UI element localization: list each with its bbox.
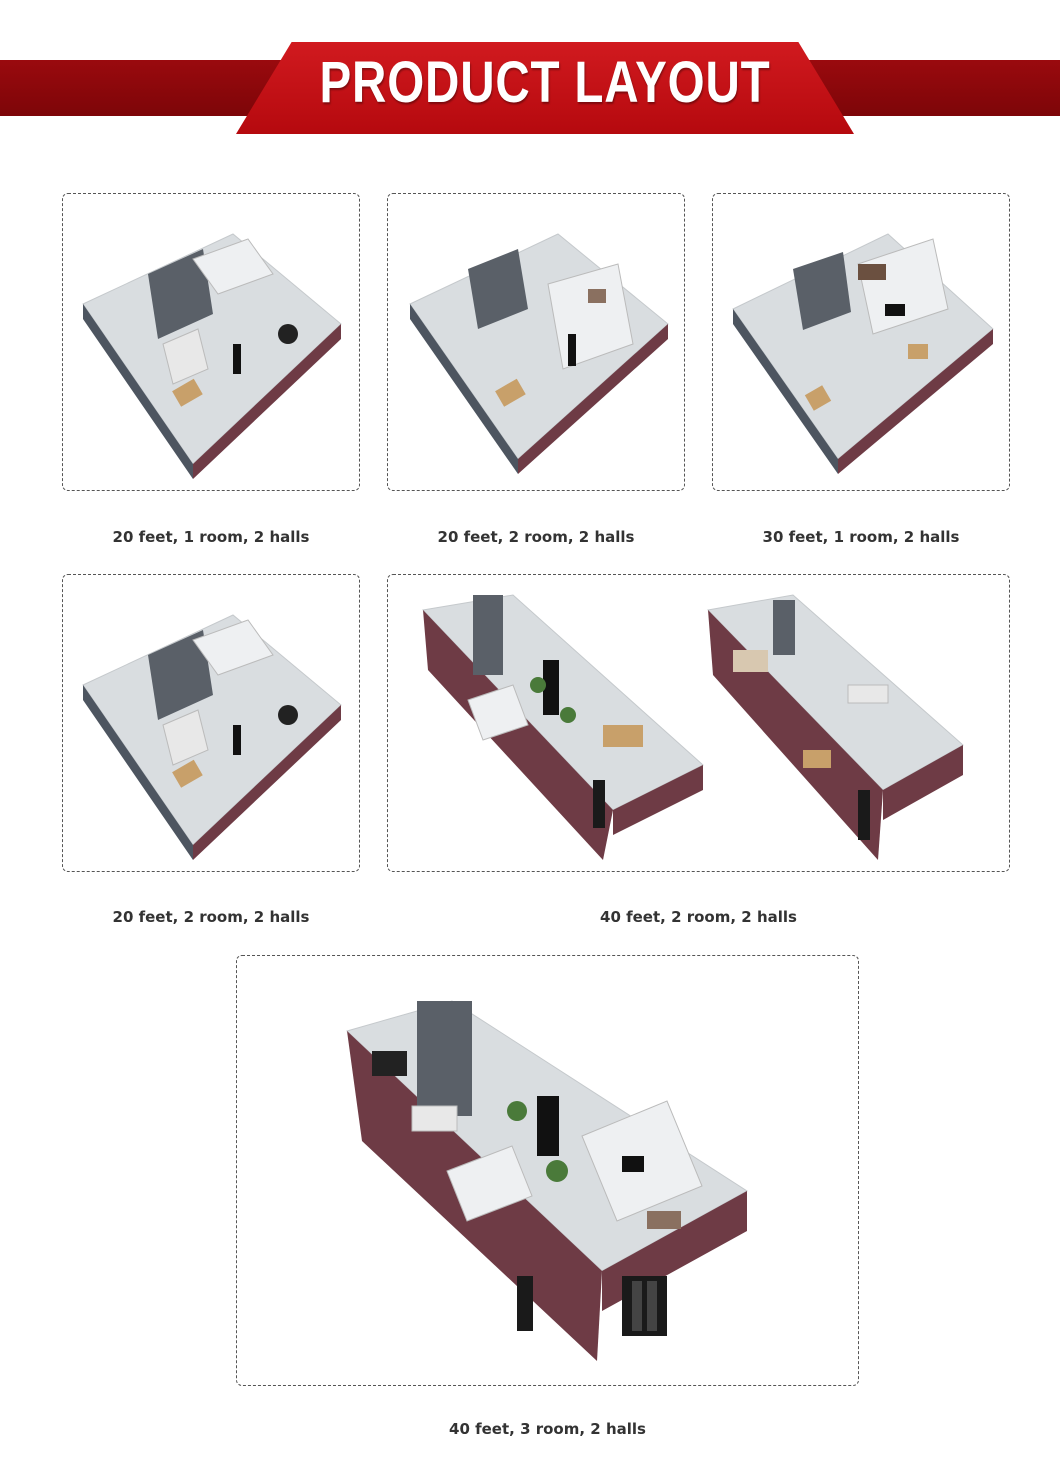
- layout-caption-4: 20 feet, 2 room, 2 halls: [112, 908, 310, 926]
- layout-caption-2: 20 feet, 2 room, 2 halls: [437, 528, 635, 546]
- layout-caption-1: 20 feet, 1 room, 2 halls: [112, 528, 310, 546]
- layout-panel-1: [62, 193, 360, 491]
- layout-caption-6: 40 feet, 3 room, 2 halls: [449, 1420, 646, 1438]
- floorplan-image: [346, 1000, 748, 1361]
- header-banner-tab: [236, 42, 854, 134]
- layout-panel-5: [387, 574, 1010, 872]
- layout-caption-3: 30 feet, 1 room, 2 halls: [762, 528, 960, 546]
- floorplan-image: [409, 233, 669, 474]
- floorplan-image: [82, 614, 342, 860]
- layout-panel-4: [62, 574, 360, 872]
- floorplan-image: [82, 233, 342, 479]
- floorplan-image: [421, 594, 964, 860]
- layout-panel-2: [387, 193, 685, 491]
- layout-panel-3: [712, 193, 1010, 491]
- layout-panel-6: [236, 955, 859, 1386]
- page-title: PRODUCT LAYOUT: [319, 49, 771, 115]
- floorplan-image: [732, 233, 994, 474]
- layout-caption-5: 40 feet, 2 room, 2 halls: [600, 908, 797, 926]
